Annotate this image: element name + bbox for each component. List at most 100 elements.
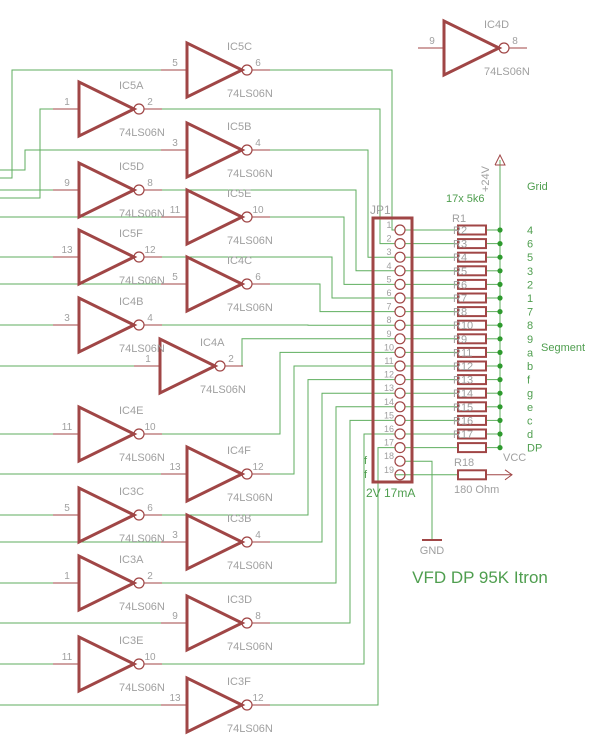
resistor xyxy=(457,401,487,413)
output-pin-number: 12 xyxy=(252,693,264,704)
connector-pin-number: 1 xyxy=(386,220,391,230)
resistor-label: R7 xyxy=(453,293,467,305)
resistor-label: R8 xyxy=(453,307,467,319)
gate-name: IC5A xyxy=(119,80,144,92)
gate-part-number: 74LS06N xyxy=(227,723,273,735)
gate-name: IC4A xyxy=(200,337,225,349)
output-wire xyxy=(162,379,395,516)
connector-pin-number: 8 xyxy=(386,315,391,325)
resistor-label: R15 xyxy=(453,402,473,414)
signal-label: d xyxy=(527,429,533,441)
resistor-array-name: R1 xyxy=(452,213,466,225)
signal-label: 7 xyxy=(527,307,533,319)
resistor-label: R4 xyxy=(453,252,467,264)
input-pin-number: 3 xyxy=(64,313,70,324)
connector-name: JP1 xyxy=(370,203,391,217)
gnd-wire xyxy=(405,460,433,540)
junction-dot xyxy=(497,349,503,355)
output-pin-number: 8 xyxy=(255,611,261,622)
junction-dot xyxy=(497,295,503,301)
resistor xyxy=(457,442,487,454)
gate-part-number: 74LS06N xyxy=(119,343,165,355)
connector-pin-number: 5 xyxy=(386,274,391,284)
output-pin-number: 4 xyxy=(147,313,153,324)
resistor xyxy=(457,333,487,345)
connector-pin-14 xyxy=(394,401,406,413)
resistor-label: R10 xyxy=(453,320,473,332)
grid-group-label: Grid xyxy=(527,181,548,193)
gate-name: IC3F xyxy=(227,676,251,688)
r18-value: 180 Ohm xyxy=(454,484,499,496)
resistor xyxy=(457,374,487,386)
connector-pin-4 xyxy=(394,265,406,277)
resistor xyxy=(457,414,487,426)
resistor-label: R2 xyxy=(453,225,467,237)
resistor-label: R5 xyxy=(453,266,467,278)
input-pin-number: 13 xyxy=(169,693,181,704)
output-pin-number: 10 xyxy=(144,652,156,663)
connector-pin-18 xyxy=(394,455,406,467)
connector-pin-number: 7 xyxy=(386,302,391,312)
gate-part-number: 74LS06N xyxy=(227,235,273,247)
connector-pin-13 xyxy=(394,387,406,399)
gate-name: IC4D xyxy=(484,19,509,31)
output-pin-number: 12 xyxy=(144,245,156,256)
junction-dot xyxy=(497,363,503,369)
gate-name: IC5B xyxy=(227,121,251,133)
resistor xyxy=(457,387,487,399)
connector-pin-10 xyxy=(394,346,406,358)
resistor-label: R9 xyxy=(453,334,467,346)
output-wire xyxy=(162,108,395,245)
resistor-label: R3 xyxy=(453,239,467,251)
connector-pin-number: 10 xyxy=(384,342,394,352)
resistor xyxy=(457,265,487,277)
pin-signal-label: f xyxy=(364,455,368,467)
resistor-r18 xyxy=(457,469,487,481)
output-wire xyxy=(162,256,395,299)
connector-pin-8 xyxy=(394,319,406,331)
connector-pin-9 xyxy=(394,333,406,345)
resistor-label: R6 xyxy=(453,279,467,291)
connector-pin-number: 6 xyxy=(386,288,391,298)
gate-part-number: 74LS06N xyxy=(119,275,165,287)
gate-name: IC5E xyxy=(227,188,251,200)
supply-plus-24v-label: +24V xyxy=(480,165,492,192)
output-pin-number: 6 xyxy=(255,272,261,283)
input-pin-number: 13 xyxy=(61,245,73,256)
signal-label: f xyxy=(527,375,531,387)
signal-label: 5 xyxy=(527,252,533,264)
connector-pin-number: 12 xyxy=(384,370,394,380)
connector-pin-number: 4 xyxy=(386,261,391,271)
gate-part-number: 74LS06N xyxy=(119,127,165,139)
signal-label: e xyxy=(527,402,533,414)
junction-dot xyxy=(497,227,503,233)
connector-pin-7 xyxy=(394,306,406,318)
connector-pin-number: 11 xyxy=(384,356,393,366)
output-pin-number: 2 xyxy=(147,571,153,582)
supply-arrow-icon xyxy=(494,153,506,166)
connector-pin-number: 14 xyxy=(384,397,394,407)
input-pin-number: 9 xyxy=(64,178,70,189)
gate-part-number: 74LS06N xyxy=(227,302,273,314)
connector-pin-6 xyxy=(394,292,406,304)
output-wire xyxy=(270,392,395,543)
connector-pin-number: 15 xyxy=(384,410,394,420)
junction-dot xyxy=(497,417,503,423)
input-pin-number: 11 xyxy=(170,205,181,216)
signal-label: b xyxy=(527,361,533,373)
gate-part-number: 74LS06N xyxy=(227,492,273,504)
input-pin-number: 5 xyxy=(64,503,70,514)
signal-label: 3 xyxy=(527,266,533,278)
signal-label: DP xyxy=(527,443,542,455)
output-pin-number: 8 xyxy=(147,178,153,189)
connector-pin-number: 17 xyxy=(384,438,394,448)
junction-dot xyxy=(497,390,503,396)
output-wire xyxy=(270,365,395,475)
resistor-label: R12 xyxy=(453,361,473,373)
resistor xyxy=(457,306,487,318)
signal-label: 6 xyxy=(527,239,533,251)
output-wire xyxy=(162,189,395,272)
gate-name: IC4F xyxy=(227,445,251,457)
signal-label: 9 xyxy=(527,334,533,346)
